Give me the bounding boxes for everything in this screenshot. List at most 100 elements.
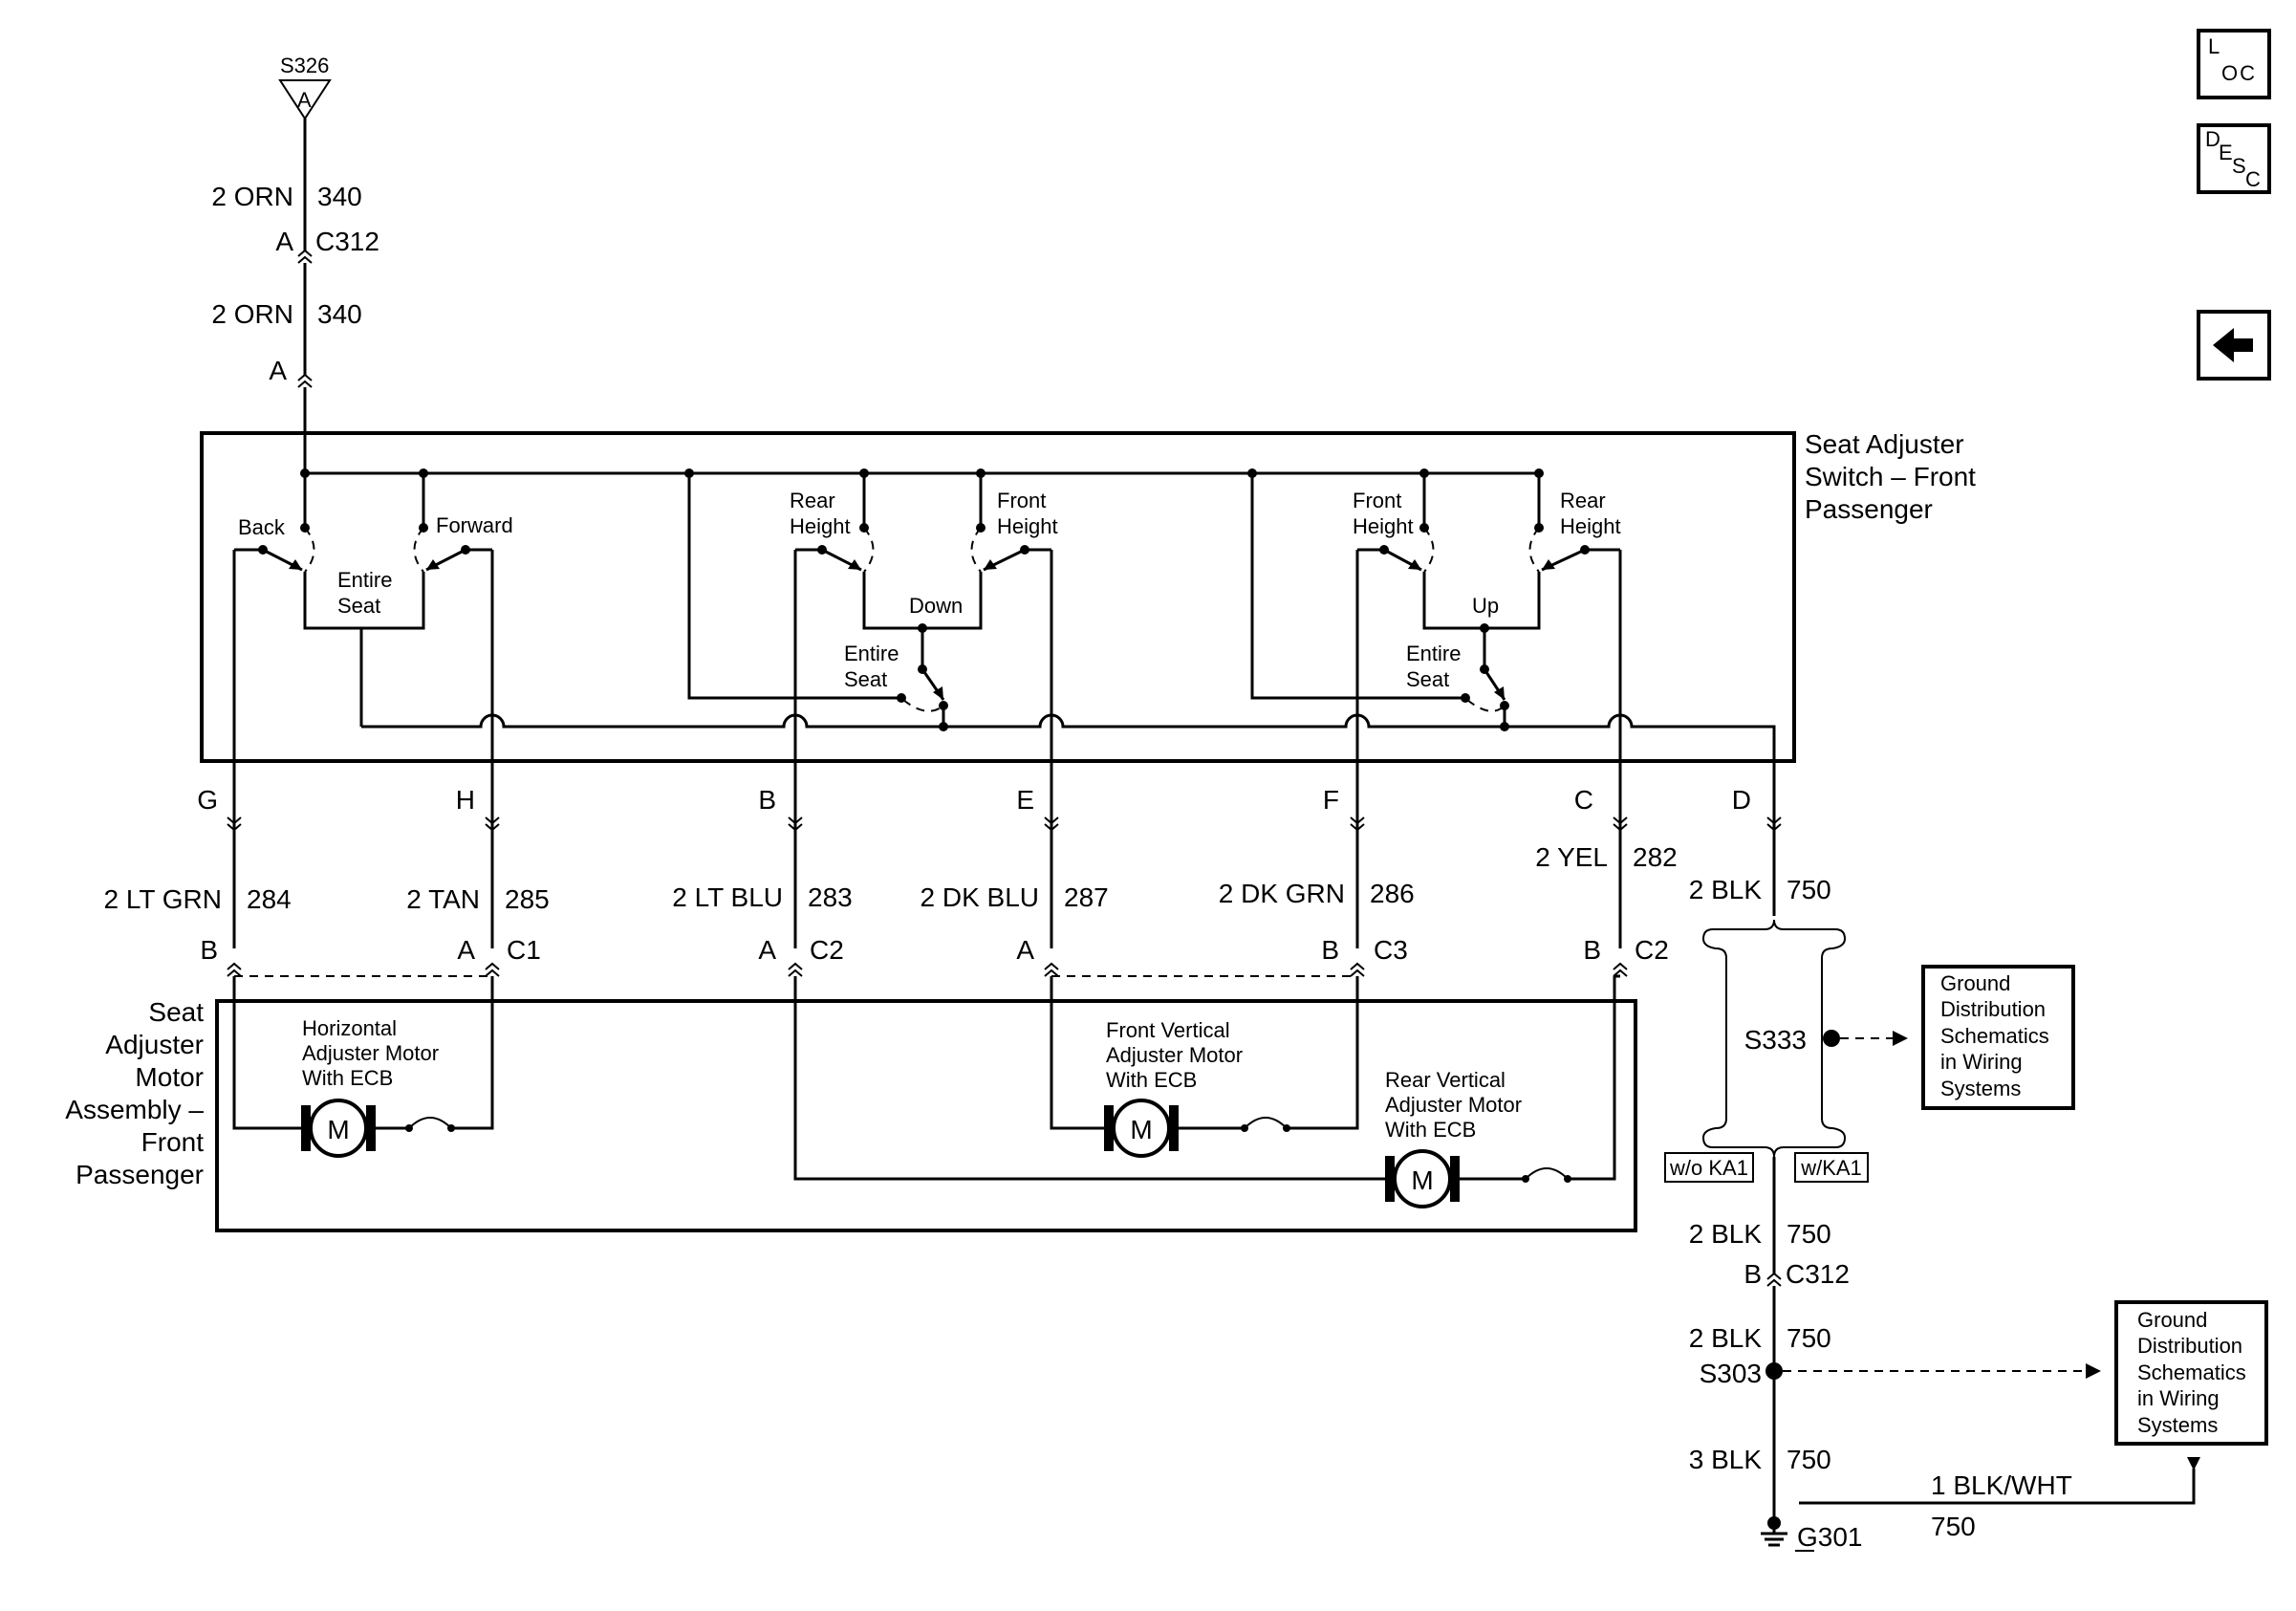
splice-s303-label: S303 <box>1700 1359 1762 1388</box>
pin-f: F <box>1323 785 1339 815</box>
seat-adjuster-switch: Seat Adjuster Switch – Front Passenger B… <box>200 429 1976 830</box>
top-conn-pin: A <box>275 227 293 256</box>
pin-e: E <box>1016 785 1034 815</box>
desc-label-s: S <box>2232 154 2246 178</box>
c2b-pin-b: B <box>1583 935 1601 965</box>
wire-286-gauge: 2 DK GRN <box>1219 879 1345 908</box>
motor-assembly-title-5: Front <box>141 1127 205 1157</box>
ground-wire-a-gauge: 2 BLK <box>1689 1219 1763 1249</box>
wire-286-circuit: 286 <box>1370 879 1415 908</box>
label-entire-seat-3a: Entire <box>1406 642 1461 665</box>
conn-c3: C3 <box>1374 935 1408 965</box>
ref1-line3: Schematics <box>1940 1024 2049 1048</box>
ref1-line5: Systems <box>1940 1077 2021 1100</box>
motor-connectors: B A C1 A C2 A B C3 B C2 <box>200 935 1669 977</box>
label-up: Up <box>1472 594 1499 618</box>
label-entire-seat-2a: Entire <box>844 642 899 665</box>
rear-vertical-motor-label-3: With ECB <box>1385 1118 1476 1142</box>
wire-283-gauge: 2 LT BLU <box>672 882 783 912</box>
switch-title-line1: Seat Adjuster <box>1805 429 1964 459</box>
wire-284-circuit: 284 <box>247 884 292 914</box>
horizontal-motor-label-2: Adjuster Motor <box>302 1041 439 1065</box>
switch-title-line2: Switch – Front <box>1805 462 1976 491</box>
top-wire2-gauge: 2 ORN <box>211 299 293 329</box>
rear-vertical-motor-label-1: Rear Vertical <box>1385 1068 1505 1092</box>
label-front-height-1a: Front <box>997 489 1046 512</box>
wire-750-circuit: 750 <box>1787 875 1831 904</box>
switch-title-line3: Passenger <box>1805 494 1933 524</box>
ref2-line1: Ground <box>2137 1308 2207 1332</box>
desc-button[interactable]: D E S C <box>2197 123 2271 194</box>
wire-282-gauge: 2 YEL <box>1535 842 1608 872</box>
front-vertical-motor-symbol: M <box>1130 1115 1152 1144</box>
label-rear-height-1b: Height <box>790 514 851 538</box>
splice-s326-symbol <box>278 79 332 120</box>
motor-assembly-title-2: Adjuster <box>105 1030 204 1059</box>
ref1-line2: Distribution <box>1940 997 2046 1021</box>
wire-284-gauge: 2 LT GRN <box>104 884 222 914</box>
label-forward: Forward <box>436 513 513 537</box>
back-arrow-button[interactable] <box>2197 310 2271 381</box>
c3-pin-a: A <box>1016 935 1034 965</box>
label-entire-seat-1b: Seat <box>337 594 380 618</box>
wire-285-circuit: 285 <box>505 884 550 914</box>
loc-label-oc: OC <box>2221 61 2257 85</box>
splice-s326-label: S326 <box>280 54 329 77</box>
label-entire-seat-2b: Seat <box>844 667 887 691</box>
front-vertical-motor-label-3: With ECB <box>1106 1068 1197 1092</box>
ground-wire-d-gauge: 1 BLK/WHT <box>1931 1470 2072 1500</box>
ground-path: S333 Ground Distribution Schematics in W… <box>1664 919 2268 1552</box>
pin-h: H <box>456 785 475 815</box>
loc-label-l: L <box>2208 34 2220 58</box>
pin-g: G <box>197 785 218 815</box>
c2-pin-a: A <box>758 935 776 965</box>
rear-vertical-motor-symbol: M <box>1411 1165 1433 1195</box>
ref2-line2: Distribution <box>2137 1334 2242 1358</box>
desc-label-c: C <box>2245 167 2261 191</box>
seat-adjuster-motor-assembly: Seat Adjuster Motor Assembly – Front Pas… <box>65 974 1637 1232</box>
ground-wire-c-circuit: 750 <box>1787 1445 1831 1474</box>
tag-without-ka1: w/o KA1 <box>1669 1156 1748 1180</box>
motor-assembly-title-1: Seat <box>148 997 204 1027</box>
ground-wire-b-gauge: 2 BLK <box>1689 1323 1763 1353</box>
wire-287-circuit: 287 <box>1064 882 1109 912</box>
splice-s333-label: S333 <box>1744 1025 1807 1055</box>
top-conn-c312: C312 <box>315 227 379 256</box>
label-front-height-2a: Front <box>1353 489 1401 512</box>
wire-750-gauge: 2 BLK <box>1689 875 1763 904</box>
motor-assembly-title-6: Passenger <box>76 1160 204 1189</box>
label-rear-height-1a: Rear <box>790 489 835 512</box>
label-back: Back <box>238 515 286 539</box>
front-vertical-motor-label-2: Adjuster Motor <box>1106 1043 1243 1067</box>
ground-wire-c-gauge: 3 BLK <box>1689 1445 1763 1474</box>
wire-287-gauge: 2 DK BLU <box>921 882 1040 912</box>
ref1-line1: Ground <box>1940 971 2010 995</box>
wire-282-circuit: 282 <box>1633 842 1678 872</box>
label-down: Down <box>909 594 963 618</box>
ground-conn-c312: C312 <box>1786 1259 1850 1289</box>
ground-conn-pin: B <box>1744 1259 1762 1289</box>
ground-distribution-ref-1[interactable]: Ground Distribution Schematics in Wiring… <box>1921 965 2075 1110</box>
conn-c1: C1 <box>507 935 541 965</box>
loc-button[interactable]: L OC <box>2197 29 2271 99</box>
splice-s326-pin: A <box>297 88 312 112</box>
pin-c: C <box>1574 785 1593 815</box>
c3-pin-b: B <box>1321 935 1339 965</box>
ground-distribution-ref-2[interactable]: Ground Distribution Schematics in Wiring… <box>2114 1300 2268 1446</box>
label-rear-height-2b: Height <box>1560 514 1621 538</box>
pin-b: B <box>758 785 776 815</box>
motor-assembly-title-4: Assembly – <box>65 1095 204 1124</box>
c1-pin-a: A <box>457 935 475 965</box>
label-front-height-1b: Height <box>997 514 1058 538</box>
switch-output-wires: G H B E F C D 2 LT GRN 284 2 TAN 285 2 L… <box>104 785 1831 948</box>
front-vertical-motor-label-1: Front Vertical <box>1106 1018 1230 1042</box>
ref2-line5: Systems <box>2137 1413 2218 1437</box>
label-entire-seat-1a: Entire <box>337 568 392 592</box>
ref1-line4: in Wiring <box>1940 1050 2023 1074</box>
label-front-height-2b: Height <box>1353 514 1414 538</box>
ref2-line3: Schematics <box>2137 1361 2246 1384</box>
ground-wire-d-circuit: 750 <box>1931 1512 1976 1541</box>
pin-d: D <box>1732 785 1751 815</box>
horizontal-motor-symbol: M <box>327 1115 349 1144</box>
